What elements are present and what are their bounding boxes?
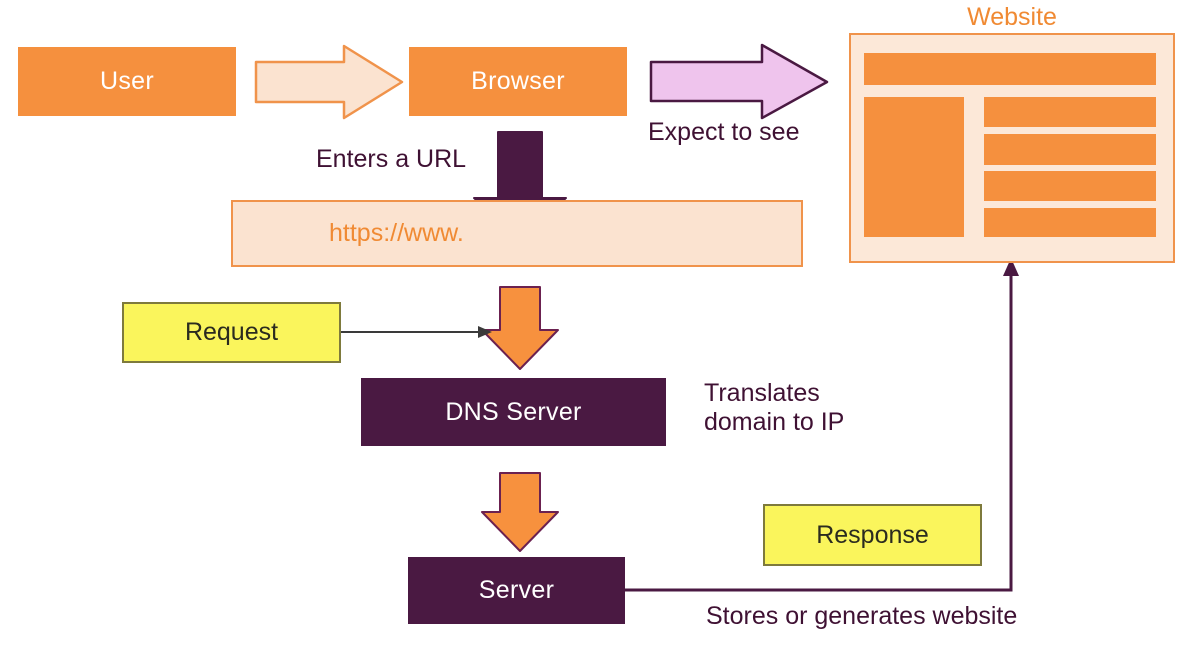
node-request-label: Request	[184, 318, 279, 346]
node-response-label: Response	[816, 520, 929, 549]
url-input-bar[interactable]: https://www.	[231, 200, 803, 267]
node-server-label: Server	[478, 576, 555, 604]
caption-enters-url: Enters a URL	[316, 145, 467, 173]
arrow-browser-to-website	[649, 43, 829, 120]
node-dns-server[interactable]: DNS Server	[361, 378, 666, 446]
website-sidebar-panel	[864, 97, 964, 237]
node-response[interactable]: Response	[763, 504, 982, 566]
website-title-label: Website	[967, 3, 1057, 31]
website-mockup[interactable]	[849, 33, 1175, 263]
arrow-dns-to-server	[481, 472, 559, 552]
node-browser[interactable]: Browser	[409, 47, 627, 116]
caption-translates-domain-to-ip: Translates domain to IP	[704, 379, 845, 436]
node-user[interactable]: User	[18, 47, 236, 116]
website-content-row	[984, 97, 1156, 127]
website-content-row	[984, 208, 1156, 237]
website-content-row	[984, 171, 1156, 201]
node-request[interactable]: Request	[122, 302, 341, 363]
node-server[interactable]: Server	[408, 557, 625, 624]
arrow-user-to-browser	[254, 44, 404, 120]
node-browser-label: Browser	[471, 67, 565, 95]
node-user-label: User	[100, 67, 154, 95]
connector-request-arrowhead	[478, 326, 492, 338]
website-header-bar	[864, 53, 1156, 85]
caption-stores-or-generates: Stores or generates website	[706, 602, 1018, 630]
website-content-row	[984, 134, 1156, 165]
node-dns-server-label: DNS Server	[445, 397, 582, 426]
arrow-urlbar-to-dns	[481, 286, 559, 370]
url-input-value: https://www.	[329, 219, 464, 247]
caption-expect-to-see: Expect to see	[648, 118, 800, 146]
